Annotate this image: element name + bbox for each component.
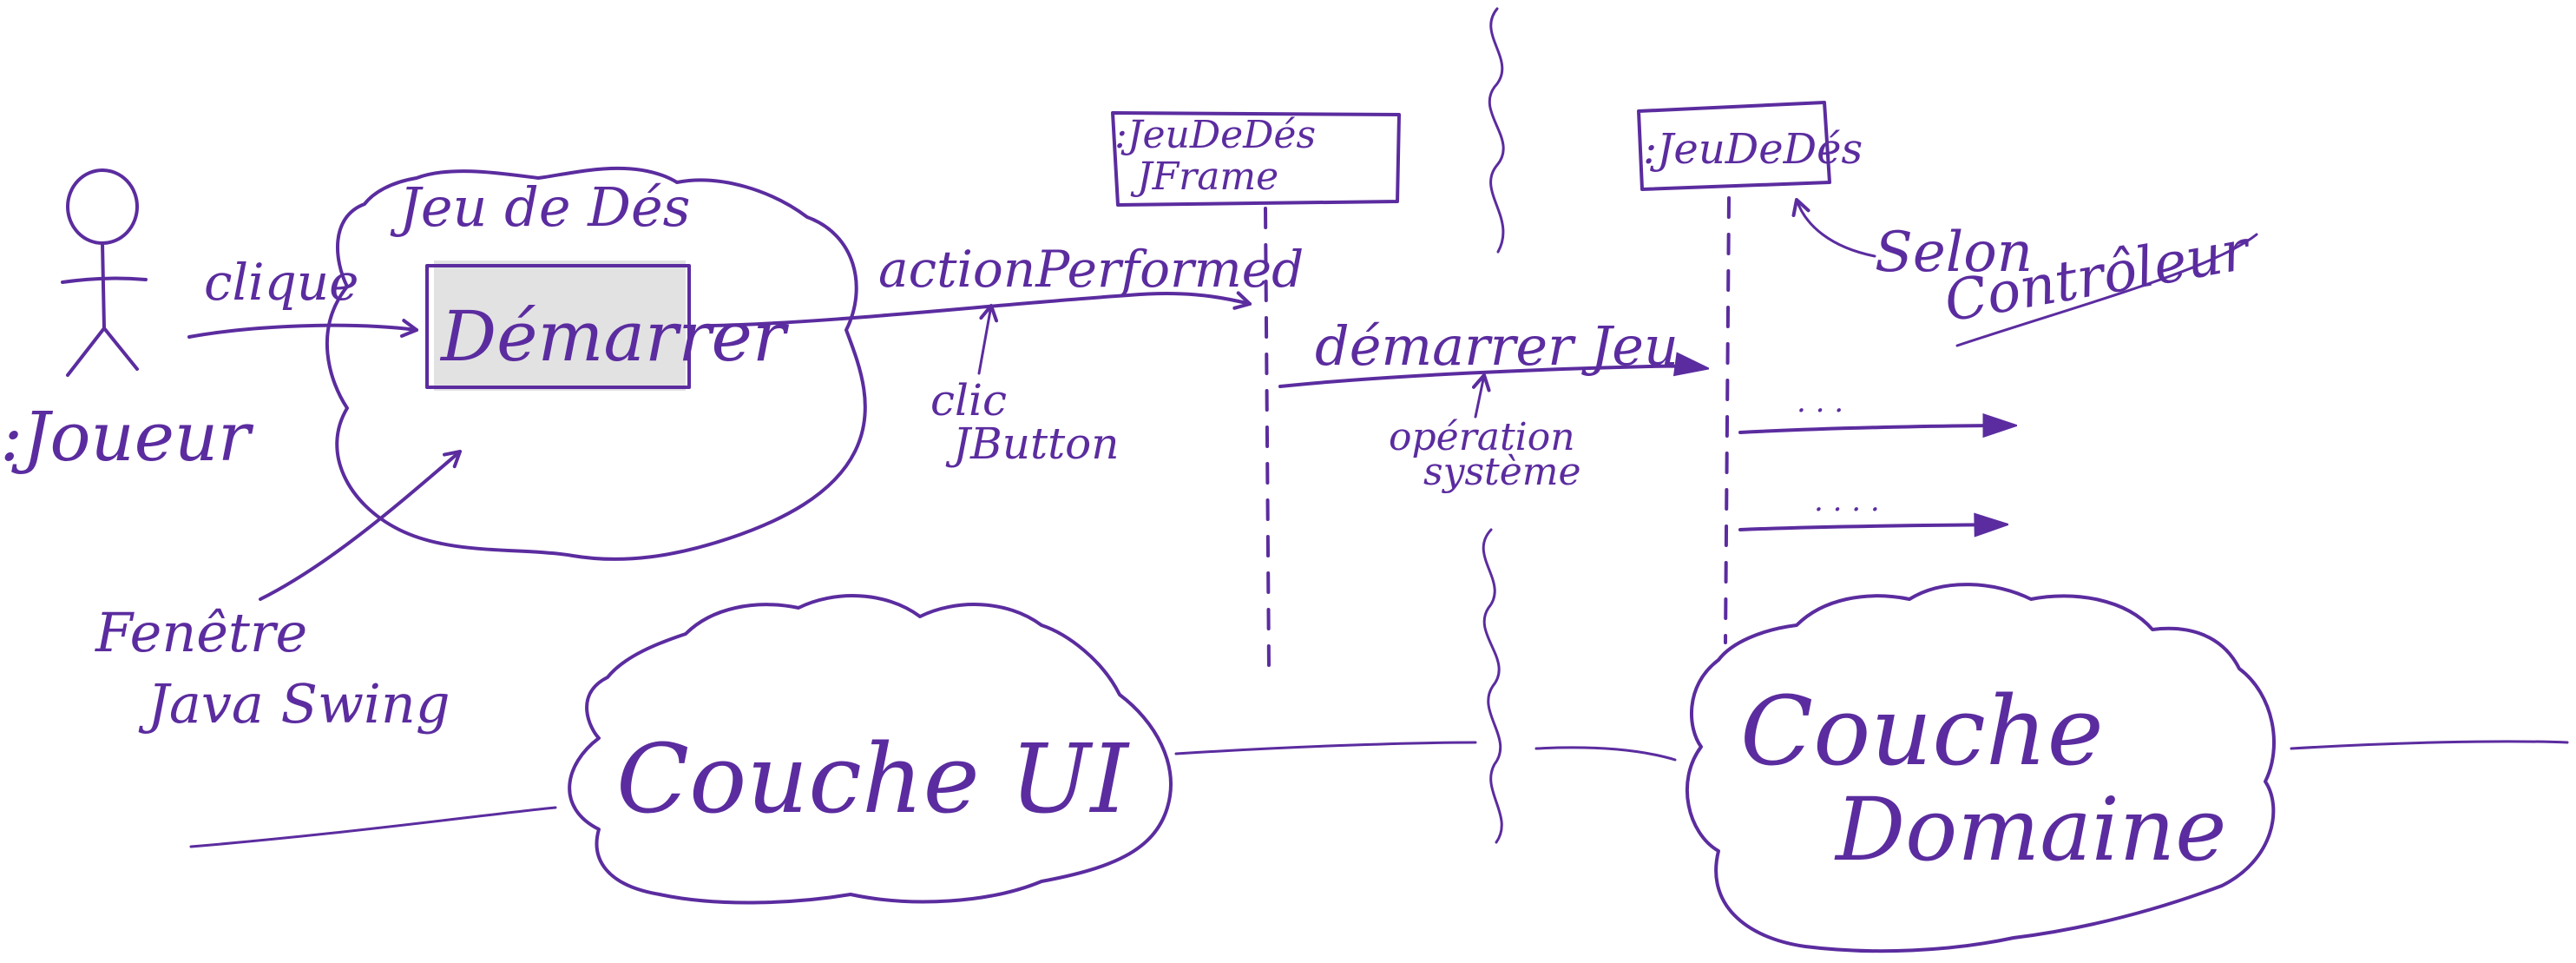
controller-note-pointer [1791,198,1876,258]
domain-layer-label-line2: Domaine [1834,779,2226,881]
ui-window-caption-line2: Java Swing [138,672,450,735]
domain-layer-label-line1: Couche [1740,676,2104,787]
domain-lifeline-name: :JeuDeDés [1643,125,1863,174]
start-button[interactable] [425,264,691,389]
actor-stick-figure [61,168,148,377]
frame-lifeline-box [1111,111,1401,207]
domain-message-1-dots: . . . [1797,385,1843,419]
frame-lifeline [1264,207,1271,670]
click-note-line1: clic [930,375,1007,425]
start-game-label: démarrer Jeu [1315,314,1679,378]
controller-note-underline [1955,233,2258,347]
start-game-arrow [1278,366,1705,388]
ui-window-title: Jeu de Dés [390,175,691,239]
domain-layer-cloud [1685,583,2276,953]
layer-line-left [189,806,557,848]
frame-lifeline-type: JFrame [1130,155,1278,199]
domain-message-2-dots: . . . . [1814,484,1880,518]
start-button-label: Démarrer [439,296,790,377]
ui-layer-cloud [568,594,1173,905]
system-boundary-upper [1488,7,1505,254]
click-note-pointer [977,304,999,375]
domain-message-2 [1738,524,2005,530]
domain-message-1 [1738,425,2014,432]
layer-line-right [2290,740,2569,750]
layer-line-mid-1 [1174,741,1477,755]
frame-lifeline-name: :JeuDeDés [1114,113,1316,157]
start-button-shading [434,261,686,391]
action-performed-arrow [710,291,1252,327]
ui-window-caption-line1: Fenêtre [95,601,307,664]
layer-line-mid-2 [1534,746,1677,762]
op-note-line2: système [1423,450,1581,494]
op-note-pointer [1471,373,1491,419]
domain-lifeline-box [1637,101,1831,191]
caption-arrow [259,450,462,601]
click-arrow [187,319,418,339]
op-note-line1: opération [1389,415,1575,459]
click-note-line2: JButton [945,419,1119,469]
click-label: clique [204,253,358,312]
system-boundary-lower [1482,528,1503,844]
domain-lifeline [1724,196,1731,644]
controller-note-line1: Selon [1875,221,2033,285]
actor-label: :Joueur [0,399,254,477]
ui-layer-label: Couche UI [616,723,1130,834]
ui-window-outline [325,166,867,561]
action-performed-label: actionPerformed [878,240,1304,299]
